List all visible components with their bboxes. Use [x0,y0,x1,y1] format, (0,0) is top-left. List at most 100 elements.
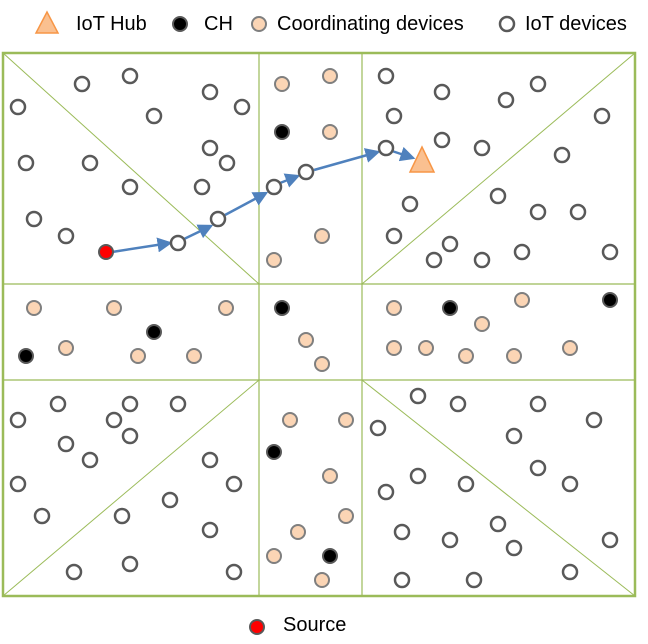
coordinating-device-node [274,76,290,92]
coordinating-device-node [322,68,338,84]
coordinating-device-node [298,332,314,348]
source-node [98,244,114,260]
coordinating-device-node [506,348,522,364]
iot-device-node [145,107,163,125]
iot-device-node [225,475,243,493]
iot-device-node [433,131,451,149]
iot-device-node [457,475,475,493]
coordinating-device-node [290,524,306,540]
ch-node [266,444,282,460]
iot-device-node [161,491,179,509]
iot-device-node [169,234,187,252]
iot-device-node [529,459,547,477]
ch-node [602,292,618,308]
iot-device-node [385,227,403,245]
iot-device-node [489,187,507,205]
iot-device-node [569,203,587,221]
iot-device-node [81,451,99,469]
ch-node [274,124,290,140]
iot-device-node [121,427,139,445]
nodes [9,67,619,589]
iot-device-node [529,395,547,413]
ch-node [322,548,338,564]
legend-ch-filled-circle-icon [172,16,188,32]
coordinating-device-node [314,356,330,372]
iot-device-node [601,531,619,549]
iot-device-node [105,411,123,429]
grid-diagonal-top-right [361,52,636,285]
path-arrow [111,237,173,254]
iot-device-node [297,163,315,181]
iot-device-node [369,419,387,437]
iot-device-node [409,387,427,405]
iot-device-node [201,521,219,539]
iot-device-node [529,75,547,93]
iot-device-node [121,178,139,196]
legend-iot-hollow-circle-icon [498,15,516,33]
iot-device-node [593,107,611,125]
iot-device-node [201,83,219,101]
path-arrow [183,224,214,241]
coordinating-device-node [474,316,490,332]
coordinating-device-node [58,340,74,356]
coordinating-device-node [186,348,202,364]
iot-device-node [553,146,571,164]
iot-device-node [65,563,83,581]
coordinating-device-node [314,572,330,588]
coordinating-device-node [218,300,234,316]
coordinating-device-node [514,292,530,308]
coordinating-device-node [266,252,282,268]
coordinating-device-node [338,412,354,428]
iot-device-node [393,523,411,541]
grid-diagonal-top-left [2,52,260,285]
iot-device-node [73,75,91,93]
iot-device-node [121,555,139,573]
iot-device-node [505,539,523,557]
legend: IoT Hub CH Coordinating devices IoT devi… [34,10,627,35]
iot-device-node [57,227,75,245]
routing-path [111,146,416,254]
path-arrow [279,173,301,188]
iot-hub-triangle-icon [408,145,436,173]
grid-outer-frame [1,51,637,598]
iot-device-node [433,83,451,101]
iot-device-node [505,427,523,445]
iot-device-node [377,139,395,157]
iot-device-node [17,154,35,172]
iot-device-node [377,483,395,501]
path-arrow [313,148,381,172]
iot-device-node [201,139,219,157]
iot-device-node [9,411,27,429]
iot-device-node [561,475,579,493]
iot-device-node [25,210,43,228]
iot-device-node [209,210,227,228]
ch-node [146,324,162,340]
iot-device-node [121,67,139,85]
iot-device-node [489,515,507,533]
coordinating-device-node [562,340,578,356]
iot-device-node [425,251,443,269]
coordinating-device-node [282,412,298,428]
path-arrow [224,191,269,217]
path-arrow [391,146,416,162]
iot-device-node [561,563,579,581]
legend-hub-label: IoT Hub [76,13,147,35]
iot-device-node [377,67,395,85]
iot-device-node [409,467,427,485]
iot-device-node [33,507,51,525]
iot-device-node [225,563,243,581]
coordinating-device-node [338,508,354,524]
coordinating-device-node [418,340,434,356]
iot-device-node [9,475,27,493]
coordinating-device-node [130,348,146,364]
iot-device-node [193,178,211,196]
grid [1,51,637,598]
coordinating-device-node [458,348,474,364]
source-legend: Source [249,614,346,636]
grid-diagonal-bottom-right [361,379,636,597]
iot-device-node [9,98,27,116]
coordinating-device-node [322,124,338,140]
coordinating-device-node [322,468,338,484]
iot-device-node [449,395,467,413]
